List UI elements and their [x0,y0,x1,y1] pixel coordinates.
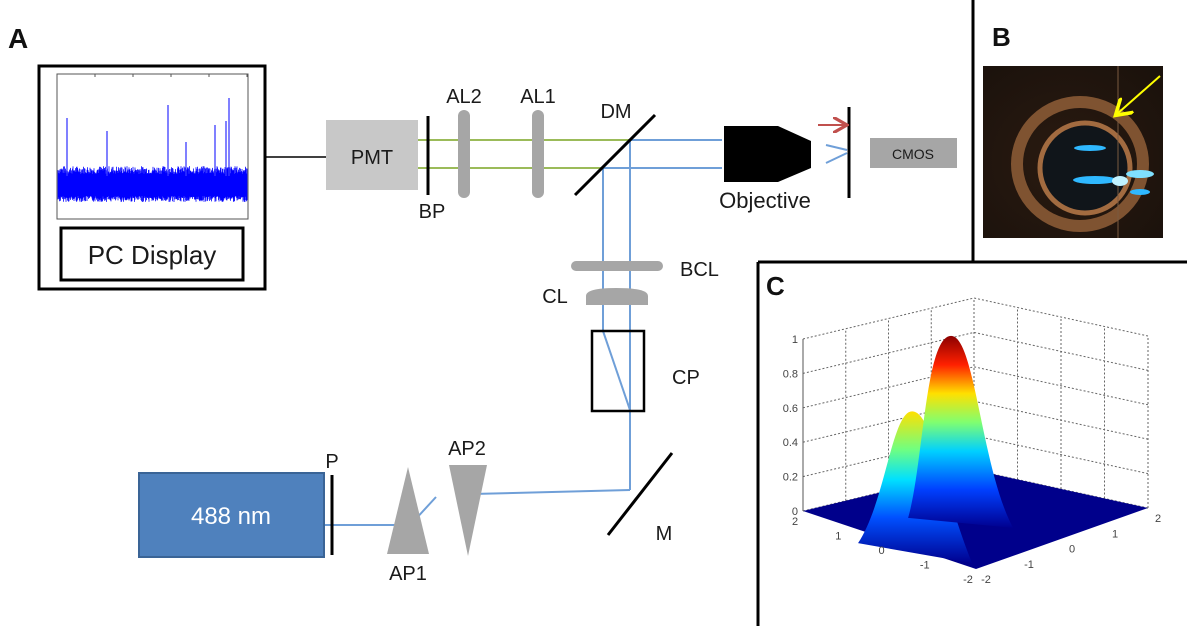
pmt-box [326,120,418,190]
x-tick-label: 0 [878,545,884,557]
lens-al2 [458,110,470,198]
dichroic-mirror [573,113,657,197]
bp-label: BP [419,201,446,223]
y-tick-label: 1 [1112,528,1118,540]
pmt-label: PMT [351,147,393,169]
ap1-label: AP1 [389,563,427,585]
cp-label: CP [672,367,700,389]
y-tick-label: 2 [1155,513,1161,525]
p-label: P [325,451,338,473]
al2-label: AL2 [446,86,482,108]
photo-pointer-arrow [1117,75,1161,114]
z-tick-label: 0.4 [783,437,798,449]
z-tick-label: 0.8 [783,368,798,380]
x-tick-label: -2 [963,574,973,586]
ap2-label: AP2 [448,438,486,460]
z-tick-label: 0.2 [783,472,798,484]
m-label: M [656,523,673,545]
pc-display: PC Display [37,64,267,291]
objective-lens [724,126,811,182]
photo-sample [983,66,1163,238]
cylinder-prism [590,329,646,413]
excitation-beam-path [323,139,848,526]
laser-label: 488 nm [191,503,271,530]
y-tick-label: -2 [981,574,991,586]
objective-ring-inner [1037,120,1133,216]
y-tick-label: 0 [1069,544,1075,556]
z-tick-label: 1 [792,334,798,346]
panel-label-c: C [766,271,785,301]
lens-bcl [571,261,663,271]
prism-ap2 [449,465,487,556]
al1-label: AL1 [520,86,556,108]
objective-label: Objective [719,188,811,213]
dm-label: DM [600,101,631,123]
y-tick-label: -1 [1024,559,1034,571]
cl-label: CL [542,286,568,308]
mirror-m [606,452,674,536]
x-tick-label: -1 [920,560,930,572]
z-tick-label: 0 [792,506,798,518]
panel-label-b: B [992,22,1011,52]
z-tick-label: 0.6 [783,403,798,415]
prism-ap1 [387,467,429,554]
fluorescence-spots [1073,145,1154,195]
x-tick-label: 2 [792,516,798,528]
laser-488 [138,472,325,558]
surface-plot: 0 0.2 0.4 0.6 0.8 1 2 1 0 -1 -2 -2 -1 0 1 2 [783,297,1161,586]
objective-ring-outer [1011,96,1149,232]
signal-noise-band [57,166,248,202]
bcl-label: BCL [680,259,719,281]
signal-trace [56,74,248,202]
cmos-label: CMOS [892,146,934,162]
cmos-box [870,138,957,168]
panel-label-a: A [8,23,28,54]
lens-al1 [532,110,544,198]
lens-cl [586,288,648,305]
surface-peak-right [908,335,1014,528]
x-tick-label: 1 [835,531,841,543]
pc-display-label: PC Display [88,240,217,270]
pc-display-label-box [59,226,245,282]
